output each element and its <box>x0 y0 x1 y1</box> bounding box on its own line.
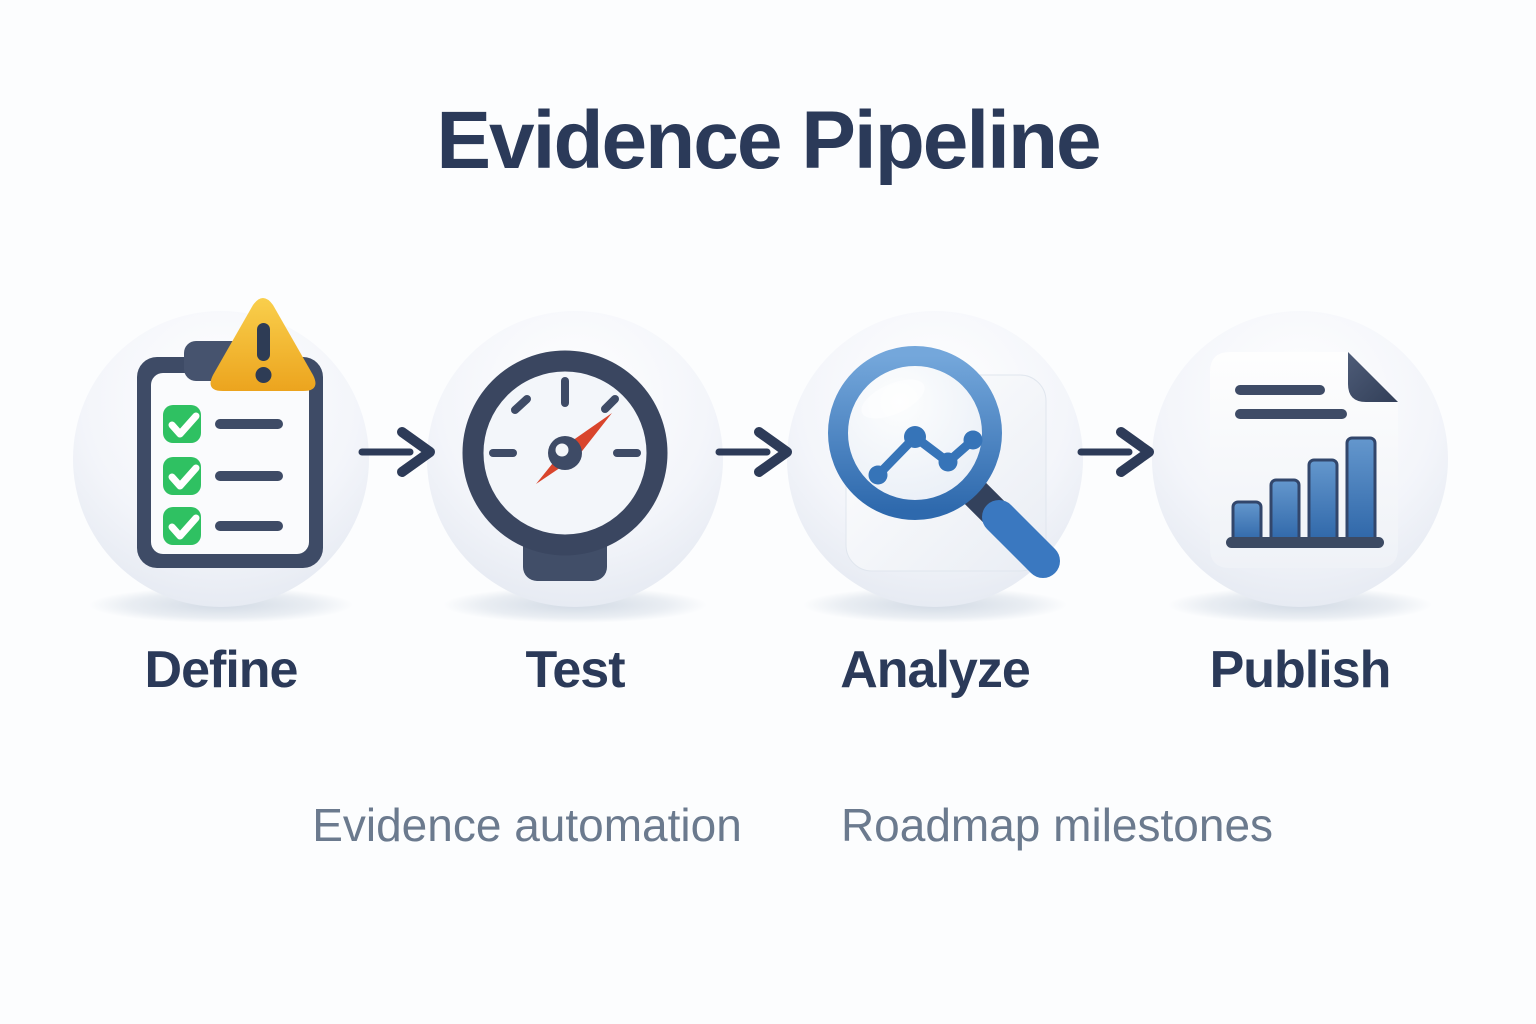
caption-roadmap-milestones: Roadmap milestones <box>840 799 1274 851</box>
gauge-icon <box>427 311 723 623</box>
arrow-right-icon <box>715 427 792 477</box>
document-fold-icon <box>1348 352 1398 402</box>
lens-sheen <box>861 379 925 419</box>
report-bar-chart-icon <box>1152 311 1448 623</box>
step-define <box>51 289 391 629</box>
step-label-test: Test <box>525 641 625 699</box>
gauge-ticks <box>489 377 641 457</box>
checklist-warning-icon <box>73 298 369 623</box>
warning-triangle-icon <box>210 298 316 391</box>
step-analyze <box>765 289 1105 629</box>
step-label-define: Define <box>144 641 299 699</box>
bar-chart <box>1226 436 1384 548</box>
arrow-right-icon <box>358 427 435 477</box>
step-test <box>405 289 745 629</box>
step-label-publish: Publish <box>1209 641 1392 699</box>
magnifier-chart-icon <box>787 311 1083 623</box>
checklist-rows <box>163 405 283 545</box>
chart-baseline <box>1226 537 1384 548</box>
magnifier-handle <box>982 500 1060 578</box>
trend-line-chart <box>868 426 983 485</box>
arrow-right-icon <box>1077 427 1154 477</box>
caption-evidence-automation: Evidence automation <box>312 799 742 851</box>
diagram-title: Evidence Pipeline <box>436 95 1101 186</box>
step-publish <box>1130 289 1470 629</box>
step-label-analyze: Analyze <box>840 641 1031 699</box>
document-text-lines <box>1235 385 1347 419</box>
